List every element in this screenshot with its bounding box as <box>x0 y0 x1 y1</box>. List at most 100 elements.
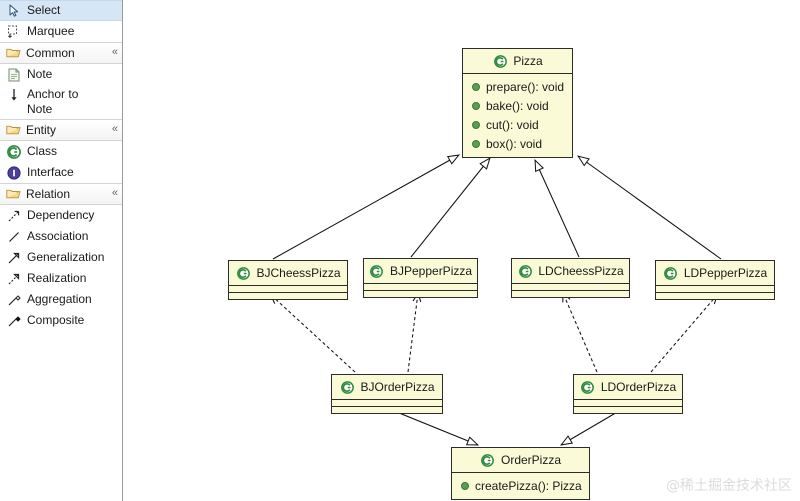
palette-item-interface[interactable]: Interface <box>0 162 122 183</box>
compartment-divider <box>656 285 774 286</box>
palette-tool-label: Select <box>27 3 61 17</box>
edge-dependency-bjorder-bjcheess <box>269 293 356 373</box>
class-node-bjpepperpizza[interactable]: BJPepperPizza <box>363 258 478 298</box>
palette-tool-marquee[interactable]: Marquee <box>0 21 122 42</box>
palette-group-header-entity[interactable]: Entity « <box>0 119 122 141</box>
compartment-divider <box>574 399 682 400</box>
palette-item-association[interactable]: Association <box>0 226 122 247</box>
palette-item-label: Interface <box>27 165 74 179</box>
palette-item-realization[interactable]: Realization <box>0 268 122 289</box>
edge-generalization-bjcheess-pizza <box>272 154 461 260</box>
class-node-operations <box>229 293 347 299</box>
watermark-text: @稀土掘金技术社区 <box>666 478 792 494</box>
class-node-title: Pizza <box>463 49 572 73</box>
interface-circle-icon <box>6 165 22 181</box>
class-circle-icon <box>492 53 508 69</box>
folder-icon <box>5 122 21 138</box>
compartment-divider <box>332 406 442 407</box>
double-chevron-icon[interactable]: « <box>111 46 118 58</box>
palette-item-label: Generalization <box>27 250 105 264</box>
edge-dependency-ldorder-ldcheess <box>562 291 598 373</box>
tool-palette: Select Marquee Common « <box>0 0 123 501</box>
class-node-title: OrderPizza <box>452 448 589 472</box>
compartment-divider <box>574 406 682 407</box>
compartment-divider <box>229 285 347 286</box>
palette-group-label: Relation <box>26 187 71 201</box>
member-label: cut(): void <box>486 117 539 132</box>
member-visibility-icon <box>472 82 480 91</box>
class-member: prepare(): void <box>463 77 572 96</box>
class-node-name: LDPepperPizza <box>683 266 768 280</box>
palette-item-anchor-to-note[interactable]: Anchor to Note <box>0 85 122 119</box>
class-member: bake(): void <box>463 96 572 115</box>
class-node-ldpepperpizza[interactable]: LDPepperPizza <box>655 260 775 300</box>
double-chevron-icon[interactable]: « <box>111 123 118 135</box>
class-node-name: OrderPizza <box>500 453 562 467</box>
class-node-ldorderpizza[interactable]: LDOrderPizza <box>573 374 683 414</box>
member-visibility-icon <box>472 139 480 148</box>
palette-tool-label: Marquee <box>27 24 75 38</box>
class-node-name: BJPepperPizza <box>389 264 473 278</box>
palette-item-label: Composite <box>27 313 85 327</box>
folder-icon <box>5 186 21 202</box>
palette-group-label: Entity <box>26 123 57 137</box>
class-circle-icon <box>517 263 533 279</box>
class-node-ldcheesspizza[interactable]: LDCheessPizza <box>511 258 630 298</box>
class-node-title: BJCheessPizza <box>229 261 347 285</box>
member-visibility-icon <box>472 101 480 110</box>
class-node-operations <box>332 407 442 413</box>
compartment-divider <box>656 292 774 293</box>
class-circle-icon <box>339 379 355 395</box>
compartment-divider <box>463 73 572 74</box>
edge-dependency-ldorder-ldpepper <box>650 293 718 373</box>
class-node-operations <box>656 293 774 299</box>
note-document-icon <box>6 67 22 83</box>
class-node-operations <box>512 291 629 297</box>
palette-item-label: Class <box>27 144 58 158</box>
class-node-name: Pizza <box>513 54 543 68</box>
member-label: createPizza(): Pizza <box>475 478 582 493</box>
palette-item-note[interactable]: Note <box>0 64 122 85</box>
palette-item-composite[interactable]: Composite <box>0 310 122 331</box>
double-chevron-icon[interactable]: « <box>111 187 118 199</box>
class-node-members: createPizza(): Pizza <box>452 473 589 499</box>
edge-generalization-bjpepper-pizza <box>410 157 491 258</box>
palette-item-class[interactable]: Class <box>0 141 122 162</box>
class-node-orderpizza[interactable]: OrderPizza createPizza(): Pizza <box>451 447 590 500</box>
class-node-name: BJOrderPizza <box>360 380 435 394</box>
class-circle-icon <box>369 263 385 279</box>
class-member: cut(): void <box>463 115 572 134</box>
palette-item-label: Dependency <box>27 208 95 222</box>
marquee-select-icon <box>6 24 22 40</box>
palette-item-label: Anchor to Note <box>27 87 79 116</box>
palette-group-header-common[interactable]: Common « <box>0 42 122 64</box>
class-node-pizza[interactable]: Pizza prepare(): void bake(): void cut()… <box>462 48 573 158</box>
palette-item-aggregation[interactable]: Aggregation <box>0 289 122 310</box>
palette-item-label: Note <box>27 67 53 81</box>
compartment-divider <box>364 290 477 291</box>
palette-item-generalization[interactable]: Generalization <box>0 247 122 268</box>
class-node-bjorderpizza[interactable]: BJOrderPizza <box>331 374 443 414</box>
realization-arrow-icon <box>6 271 22 287</box>
palette-group-header-relation[interactable]: Relation « <box>0 183 122 205</box>
edge-generalization-ldpepper-pizza <box>577 155 722 260</box>
class-node-operations <box>574 407 682 413</box>
member-label: prepare(): void <box>486 79 565 94</box>
cursor-arrow-icon <box>6 3 22 19</box>
diagram-canvas[interactable]: Pizza prepare(): void bake(): void cut()… <box>123 0 800 501</box>
palette-item-dependency[interactable]: Dependency <box>0 205 122 226</box>
class-node-bjcheesspizza[interactable]: BJCheessPizza <box>228 260 348 300</box>
compartment-divider <box>452 472 589 473</box>
palette-group-label: Common <box>26 46 75 60</box>
class-circle-icon <box>480 452 496 468</box>
class-node-name: LDOrderPizza <box>600 380 677 394</box>
member-visibility-icon <box>461 481 469 490</box>
compartment-divider <box>512 283 629 284</box>
class-node-title: BJOrderPizza <box>332 375 442 399</box>
palette-item-label: Realization <box>27 271 87 285</box>
class-circle-icon <box>580 379 596 395</box>
dependency-arrow-icon <box>6 208 22 224</box>
folder-icon <box>5 45 21 61</box>
compartment-divider <box>512 290 629 291</box>
palette-tool-select[interactable]: Select <box>0 0 122 21</box>
